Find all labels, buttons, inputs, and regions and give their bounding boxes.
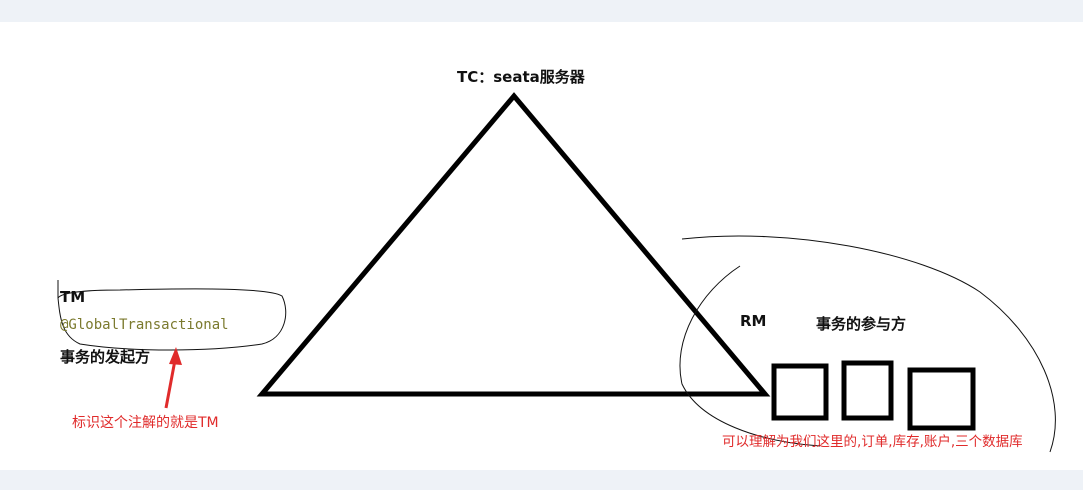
tm-arrow-shaft [164, 359, 177, 409]
tc-label: TC：seata服务器 [457, 68, 585, 86]
diagram-canvas: TC：seata服务器 TM @GlobalTransactional 事务的发… [0, 22, 1083, 470]
rm-title: RM [740, 312, 767, 330]
database-box-order [771, 363, 829, 421]
rm-desc: 事务的参与方 [816, 315, 907, 333]
database-box-account [907, 367, 976, 431]
rm-loop-inner [679, 265, 821, 447]
rm-loop-outer [681, 235, 1056, 453]
database-box-storage [841, 360, 894, 421]
tm-title: TM [60, 288, 86, 306]
tm-ellipse [57, 280, 287, 351]
rm-note: 可以理解为我们这里的,订单,库存,账户,三个数据库 [722, 434, 1023, 450]
tm-note: 标识这个注解的就是TM [72, 415, 219, 431]
tm-desc: 事务的发起方 [60, 348, 151, 366]
tm-annotation: @GlobalTransactional [60, 317, 229, 333]
seata-triangle [256, 92, 771, 397]
tm-arrow-head [169, 347, 182, 365]
diagram-drawing [57, 92, 1056, 453]
